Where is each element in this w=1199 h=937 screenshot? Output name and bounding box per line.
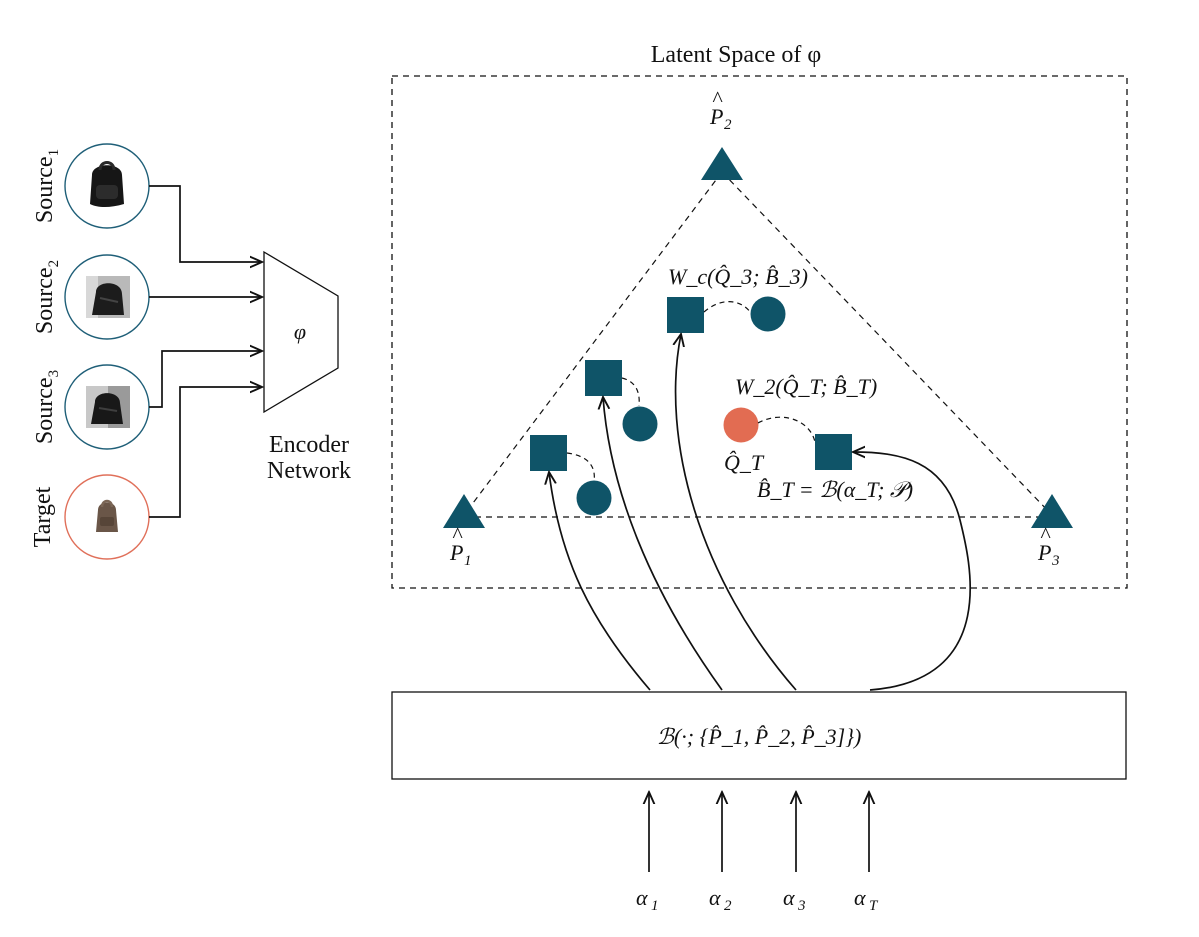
label-source-2: Source2 (32, 260, 62, 334)
vertex-p2-label: P ^ 2 (709, 86, 732, 133)
label-source-1: Source1 (32, 149, 62, 223)
input-source-2 (64, 254, 150, 340)
qt-annotation: Q̂_T (724, 450, 765, 475)
svg-text:1: 1 (464, 553, 472, 569)
svg-text:Source1: Source1 (32, 149, 62, 223)
input-target (64, 474, 150, 560)
svg-text:T: T (869, 898, 879, 914)
alpha-arrows (649, 792, 869, 872)
barycenter-box (391, 691, 1127, 780)
svg-text:Source2: Source2 (32, 260, 62, 334)
barycenter-arrows (549, 334, 972, 691)
arrow-to-target-square (853, 452, 972, 691)
svg-text:2: 2 (724, 117, 732, 133)
svg-text:α: α (783, 885, 795, 910)
wc-annotation: W_c(Q̂_3; B̂_3) (668, 264, 808, 289)
simplex-edges (463, 171, 1053, 518)
svg-text:^: ^ (712, 86, 723, 111)
arrow-to-square-2 (603, 397, 723, 691)
alpha-2-label: α 2 (709, 885, 732, 914)
svg-text:P: P (709, 104, 723, 129)
alpha-1-label: α 1 (636, 885, 659, 914)
svg-text:1: 1 (651, 898, 659, 914)
svg-text:α: α (709, 885, 721, 910)
vertex-p2-triangle (701, 147, 743, 180)
latent-space-box (391, 75, 1128, 589)
encoder-symbol: φ (294, 319, 306, 344)
target-barycenter-square (815, 434, 852, 470)
svg-text:α: α (854, 885, 866, 910)
vertex-p1-label: P ^ 1 (449, 522, 472, 569)
svg-text:^: ^ (1040, 522, 1051, 547)
source-circle-2 (622, 406, 658, 442)
barycenter-square-2 (585, 360, 622, 396)
svg-text:Target: Target (30, 486, 56, 547)
arrow-to-square-3 (676, 334, 797, 691)
target-circle (723, 407, 759, 443)
source-1-pair (530, 435, 612, 516)
vertex-p1-triangle (443, 494, 485, 528)
label-target: Target (30, 486, 56, 547)
barycenter-square-1 (530, 435, 567, 471)
black-backpack-icon (90, 161, 124, 207)
arrow-to-square-1 (549, 472, 651, 691)
barycenter-square-3 (667, 297, 704, 333)
svg-text:P: P (449, 540, 463, 565)
input-source-1 (64, 143, 150, 229)
svg-text:3: 3 (1051, 553, 1060, 569)
target-pair (723, 407, 852, 470)
source-circle-1 (576, 480, 612, 516)
svg-text:^: ^ (452, 522, 463, 547)
latent-space-title: Latent Space of φ (651, 42, 821, 68)
alpha-3-label: α 3 (783, 885, 806, 914)
alpha-t-label: α T (854, 885, 879, 914)
svg-text:3: 3 (797, 898, 806, 914)
bt-annotation: B̂_T = ℬ(α_T; 𝒫) (757, 477, 913, 502)
black-backpack-photo-icon (86, 276, 130, 318)
input-source-3 (64, 364, 150, 450)
black-backpack-photo-icon (86, 386, 130, 428)
svg-text:2: 2 (724, 898, 732, 914)
source-circle-3 (750, 296, 786, 332)
vertex-p3-label: P ^ 3 (1037, 522, 1060, 569)
vertex-p3-triangle (1031, 494, 1073, 528)
svg-text:α: α (636, 885, 648, 910)
svg-text:Source3: Source3 (32, 370, 62, 444)
encoder-trapezoid (263, 250, 339, 414)
w2-annotation: W_2(Q̂_T; B̂_T) (735, 374, 877, 399)
source-2-pair (585, 360, 658, 442)
encoder-label-line2: Network (267, 458, 351, 484)
source-3-pair (667, 296, 786, 333)
encoder-input-arrows (149, 185, 262, 518)
label-source-3: Source3 (32, 370, 62, 444)
barycenter-box-label: ℬ(·; {P̂_1, P̂_2, P̂_3]}) (657, 724, 862, 749)
encoder-label-line1: Encoder (269, 432, 349, 458)
svg-text:P: P (1037, 540, 1051, 565)
brown-backpack-icon (96, 499, 118, 532)
